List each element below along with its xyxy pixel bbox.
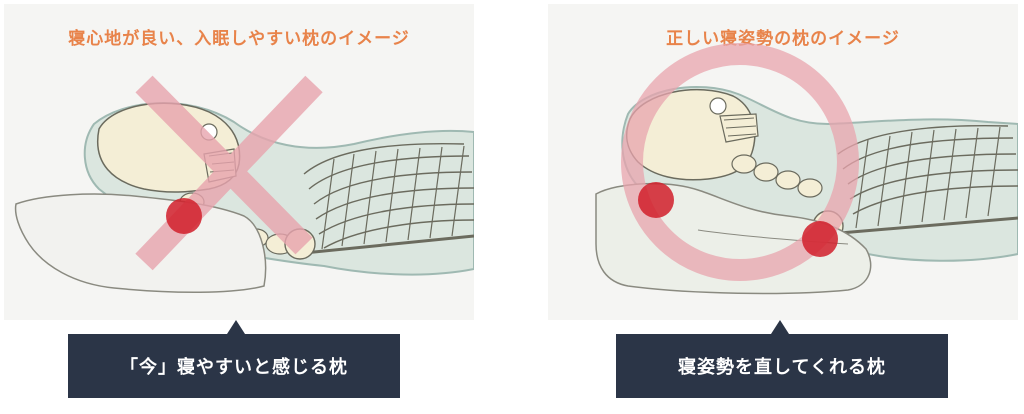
left-skeleton-illustration [14,75,474,294]
teeth [723,117,757,137]
right-panel-title: 正しい寝姿勢の枕のイメージ [666,29,900,49]
ribcage [293,143,474,256]
rib-lines [321,145,465,250]
circle-mark [621,43,859,281]
ribcage [827,125,1018,236]
left-illustration-panel: 寝心地が良い、入眠しやすい枕のイメージ [4,4,474,320]
pressure-point [166,198,202,234]
cross-mark [135,75,323,271]
pressure-point-shoulder [802,221,838,257]
cervical-spine [731,154,823,198]
left-caption-box: 「今」寝やすいと感じる枕 [68,334,400,398]
soft-pillow [14,193,267,294]
right-caption-pointer [771,320,789,334]
pressure-point-neck [638,182,674,218]
right-illustration-panel: 正しい寝姿勢の枕のイメージ [548,4,1018,320]
left-panel-title: 寝心地が良い、入眠しやすい枕のイメージ [68,29,410,49]
rib-lines [855,126,1001,229]
right-caption-box: 寝姿勢を直してくれる枕 [616,334,948,398]
right-skeleton-illustration [595,43,1018,295]
left-caption-pointer [227,320,245,334]
